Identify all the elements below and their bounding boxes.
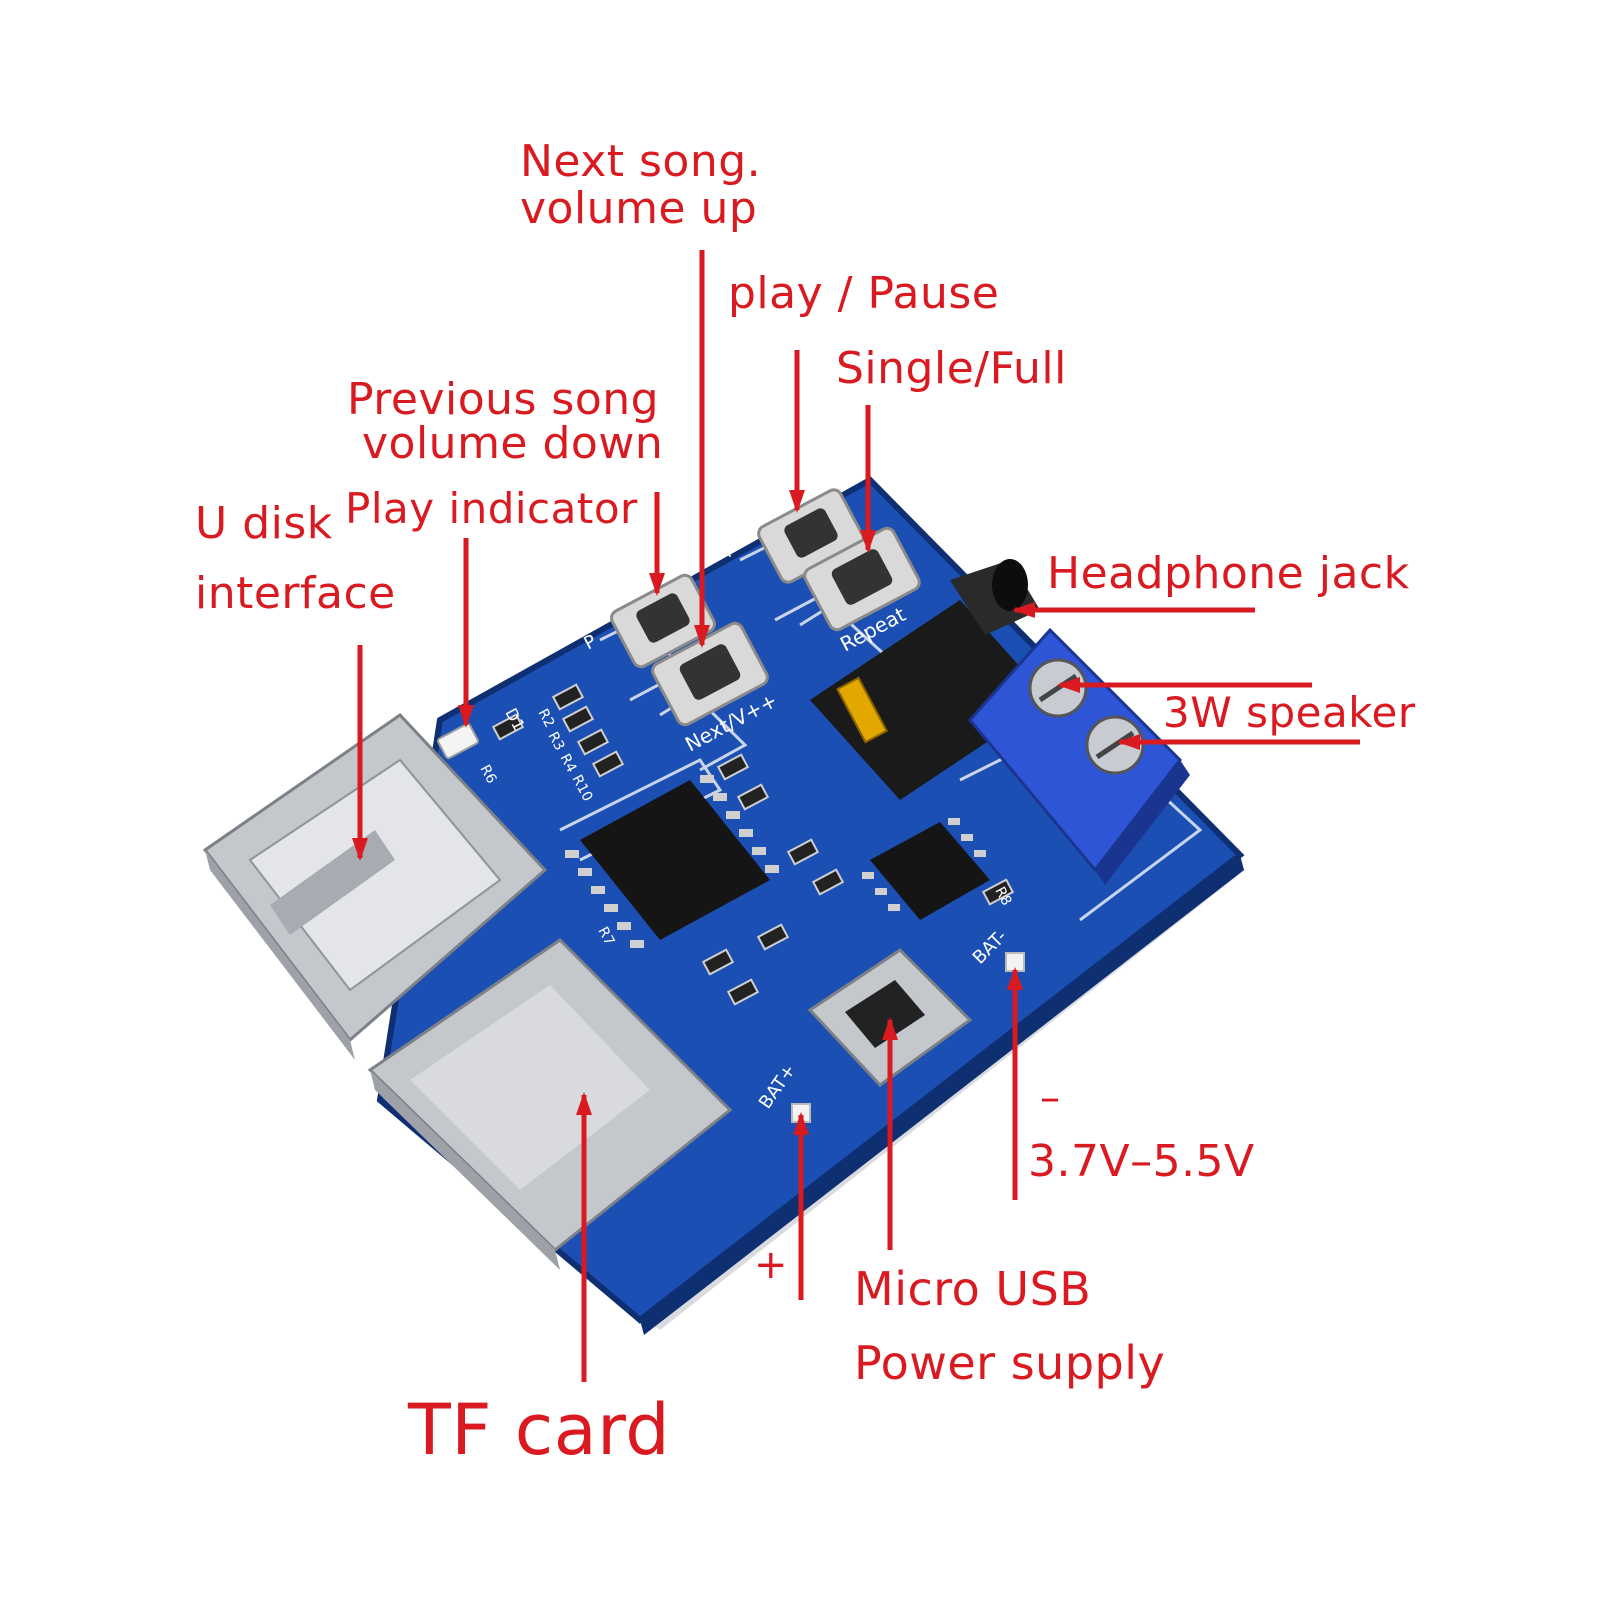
label-headphone-jack: Headphone jack (1047, 548, 1410, 599)
arrowhead-speaker-1 (1057, 677, 1080, 693)
play-led (437, 722, 479, 760)
silk-r4: R4 (556, 751, 579, 775)
silk-r2: R2 (534, 706, 557, 730)
label-power-supply: Power supply (854, 1336, 1166, 1390)
leader-arrowheads (352, 490, 1140, 1135)
silk-r3: R3 (544, 729, 567, 753)
button-single-full (803, 526, 921, 632)
arrowhead-single-full (860, 530, 876, 553)
arrowhead-u-disk (352, 838, 368, 861)
leader-lines (357, 250, 1360, 1382)
button-next (651, 621, 769, 727)
label-minus: – (1040, 1075, 1061, 1121)
arrowhead-plus (793, 1112, 809, 1135)
label-next-song: Next song. (520, 136, 762, 187)
label-play-indicator: Play indicator (345, 488, 642, 530)
arrowhead-headphone (1012, 602, 1035, 618)
arrowhead-play-pause (789, 490, 805, 513)
label-plus: + (754, 1242, 789, 1288)
smd-resistors (491, 683, 1015, 1006)
label-voltage: 3.7V–5.5V (1028, 1136, 1255, 1187)
pcb-board-edge (640, 855, 1244, 1335)
label-tf-card: TF card (408, 1389, 671, 1471)
silk-r7: R7 (594, 924, 617, 948)
arrowhead-minus (1007, 967, 1023, 990)
label-volume-up: volume up (520, 183, 758, 234)
label-single-full: Single/Full (836, 343, 1067, 394)
usb-a-port (202, 713, 548, 1060)
main-ic (565, 775, 779, 948)
label-interface: interface (195, 568, 396, 619)
arrowhead-speaker-2 (1117, 734, 1140, 750)
tf-card-slot (367, 938, 733, 1270)
arrowhead-next-song (694, 625, 710, 648)
label-play-pause: play / Pause (728, 268, 1000, 319)
amp-ic (862, 818, 990, 920)
label-micro-usb: Micro USB (854, 1262, 1092, 1316)
arrowhead-play-indicator (458, 705, 474, 728)
silk-r8: R8 (991, 884, 1014, 908)
label-volume-down: volume down (362, 418, 664, 469)
arrowhead-tf-card (576, 1092, 592, 1115)
arrowhead-previous-song (649, 573, 665, 596)
headphone-jack (810, 559, 1050, 800)
speaker-terminal (968, 627, 1190, 885)
button-previous (610, 573, 716, 669)
arrowhead-micro-usb (882, 1017, 898, 1040)
label-u-disk: U disk (195, 498, 333, 549)
silk-r6: R6 (476, 762, 499, 786)
label-previous-song: Previous song (347, 374, 660, 425)
label-3w-speaker: 3W speaker (1163, 688, 1416, 737)
